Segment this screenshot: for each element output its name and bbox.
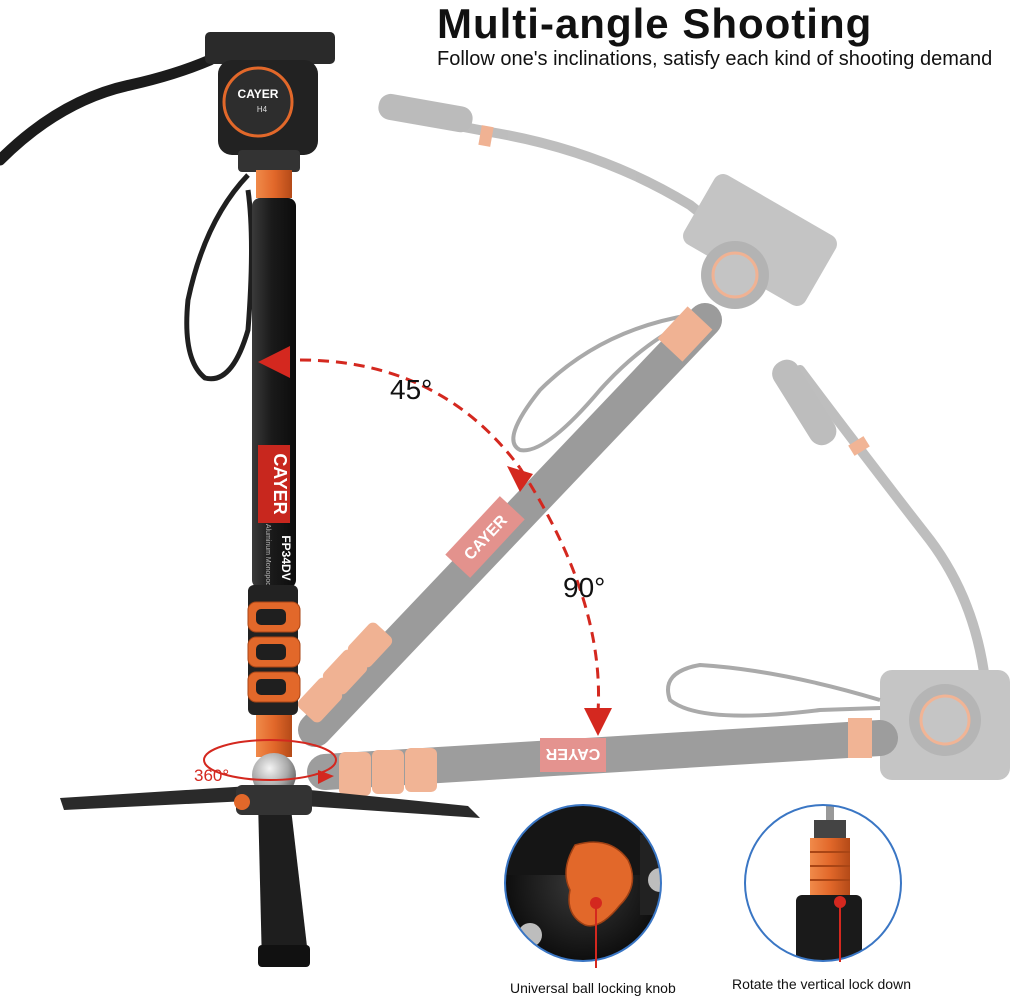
page-subtitle: Follow one's inclinations, satisfy each …	[437, 48, 993, 70]
rotation-360-arrow	[203, 739, 337, 784]
arrow-head-mid	[507, 466, 533, 492]
head-model: H4	[257, 105, 268, 114]
pole-tagline: Aluminum Monopod	[264, 524, 271, 586]
ghost-logo-90: CAYER	[545, 745, 600, 762]
ghost-monopod-90: CAYER	[307, 359, 1010, 796]
pole-logo: CAYER	[270, 453, 290, 514]
angle-360-label: 360°	[194, 766, 230, 785]
main-monopod: CAYER H4 CAYER FP34DV Aluminum Monopod	[0, 32, 480, 967]
caption-vertical-lock: Rotate the vertical lock down	[732, 976, 911, 992]
ghost-monopod-45: CAYER	[297, 93, 837, 747]
detail-locking-knob	[504, 804, 662, 968]
detail-vertical-lock	[744, 804, 902, 962]
arrow-head-bottom	[584, 708, 612, 736]
angle-90-label: 90°	[563, 572, 606, 603]
pole-model: FP34DV	[279, 535, 293, 580]
page-title: Multi-angle Shooting	[437, 0, 873, 47]
head-logo: CAYER	[238, 87, 279, 101]
angle-arrows	[299, 358, 601, 713]
angle-45-label: 45°	[390, 374, 433, 405]
arrow-head-top	[258, 346, 290, 378]
caption-locking-knob: Universal ball locking knob	[510, 980, 676, 996]
